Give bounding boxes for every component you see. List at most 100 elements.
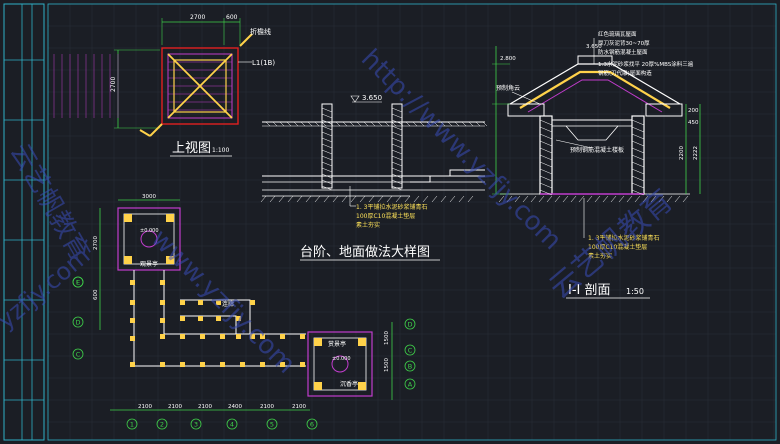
- earth-hatch-line: [314, 195, 321, 203]
- section-floor-note-3: 素土夯实: [588, 252, 612, 260]
- column-hatch-line: [321, 161, 333, 167]
- beam-label: L1(1B): [252, 59, 275, 67]
- board-label: 预制钢筋混凝土楼板: [570, 146, 624, 154]
- corridor-column: [160, 334, 165, 339]
- roof-note-3: 防水钢筋混凝土屋面: [598, 48, 648, 56]
- column-hatch-line: [391, 167, 403, 173]
- earth-hatch-line: [341, 195, 348, 203]
- section-hatch-line: [570, 195, 577, 203]
- corridor-column: [220, 334, 225, 339]
- wall-hatch-line: [539, 126, 553, 133]
- section-hatch-line: [546, 195, 553, 203]
- section-hatch-line: [522, 195, 529, 203]
- hatch-line: [454, 121, 460, 127]
- wall-hatch-line: [631, 189, 645, 196]
- wall-hatch-line: [539, 119, 553, 126]
- section-hatch-line: [642, 195, 649, 203]
- section-dim-r3: 2200: [679, 146, 685, 160]
- wall-hatch-line: [631, 161, 645, 168]
- hatch-line: [377, 121, 383, 127]
- wall-hatch-line: [539, 175, 553, 182]
- section-hatch-line: [594, 195, 601, 203]
- section-hatch-line: [618, 195, 625, 203]
- step-detail-title: 台阶、地面做法大样图: [300, 245, 430, 260]
- corridor-column: [200, 362, 205, 367]
- corridor-column: [180, 334, 185, 339]
- top-view-scale: 1:100: [212, 147, 229, 154]
- step-note-3: 素土夯实: [356, 221, 380, 229]
- pavilion-2-elevation: ±0.000: [332, 356, 351, 362]
- section-hatch-line: [506, 195, 513, 203]
- roof-note-5: 钢筋(刀代雕)屋面构造: [598, 69, 652, 77]
- axis-bottom-4: 4: [230, 421, 234, 429]
- column-hatch-line: [391, 161, 403, 167]
- section-hatch: [498, 119, 689, 203]
- plan-dim-b3: 2100: [198, 404, 212, 410]
- axis-bottom-5-circle: [266, 418, 278, 430]
- hatch-line: [405, 121, 411, 127]
- section-hatch-line: [578, 195, 585, 203]
- earth-hatch-line: [305, 195, 312, 203]
- hatch-line: [265, 121, 271, 127]
- earth-hatch-line: [323, 195, 330, 203]
- section-hatch-line: [674, 195, 681, 203]
- axis-left-2-circle: [72, 348, 84, 360]
- pavilion-2-label: 赏景亭: [328, 340, 346, 348]
- axis-left-1-circle: [72, 316, 84, 328]
- hatch-line: [349, 121, 355, 127]
- roof-note-4: 1:3水泥砂浆找平 20厚%MBS涂料三遍: [598, 60, 694, 68]
- corridor-column: [260, 334, 265, 339]
- steps: [410, 169, 485, 183]
- corridor-column: [160, 300, 165, 305]
- hatch-line: [307, 121, 313, 127]
- earth-hatch-line: [296, 195, 303, 203]
- column-hatch-line: [391, 113, 403, 119]
- column-hatch-line: [391, 185, 403, 191]
- axis-left-2: C: [76, 351, 81, 359]
- section-elevation-mid: 2.800: [500, 56, 516, 62]
- step-note-2: 100厚C10混凝土垫层: [356, 212, 415, 220]
- wall-hatch-line: [631, 140, 645, 147]
- plan-dim-b1: 2100: [138, 404, 152, 410]
- wall-hatch-line: [631, 175, 645, 182]
- hatch-line: [468, 121, 474, 127]
- plan-dim-b5: 2100: [260, 404, 274, 410]
- earth-hatch-line: [440, 195, 447, 203]
- section-hatch-line: [634, 195, 641, 203]
- section-hatch-line: [530, 195, 537, 203]
- wall-hatch-line: [631, 182, 645, 189]
- axis-bottom-6: 6: [310, 421, 314, 429]
- earth-hatch-line: [458, 195, 465, 203]
- wall-hatch-line: [539, 161, 553, 168]
- cloud-label: 预制角云: [496, 84, 520, 92]
- section-hatch-line: [602, 195, 609, 203]
- hatch-line: [475, 121, 481, 127]
- earth-hatch-line: [422, 195, 429, 203]
- earth-hatch-line: [449, 195, 456, 203]
- wall-hatch-line: [539, 133, 553, 140]
- section-hatch-line: [498, 195, 505, 203]
- hatch-line: [419, 121, 425, 127]
- earth-hatch-line: [278, 195, 285, 203]
- corridor-column: [180, 362, 185, 367]
- column-hatch-line: [391, 119, 403, 125]
- corridor-column: [130, 318, 135, 323]
- earth-hatch-line: [404, 195, 411, 203]
- hatch-line: [384, 121, 390, 127]
- section-dim-r2: 450: [688, 120, 699, 126]
- hatch-line: [412, 121, 418, 127]
- plan-dim-r1: 1500: [384, 331, 390, 345]
- axis-bottom-1: 1: [130, 421, 134, 429]
- column-hatch-line: [391, 131, 403, 137]
- earth-hatch-line: [377, 195, 384, 203]
- corridor-column: [236, 334, 241, 339]
- earth-hatch-line: [350, 195, 357, 203]
- corridor-column: [130, 300, 135, 305]
- earth-hatch: [260, 195, 474, 203]
- column-hatch-line: [321, 119, 333, 125]
- hatch-line: [426, 121, 432, 127]
- section-title: I-I 剖面: [568, 283, 611, 298]
- axis-right-3-circle: [404, 378, 416, 390]
- column-hatch-line: [321, 167, 333, 173]
